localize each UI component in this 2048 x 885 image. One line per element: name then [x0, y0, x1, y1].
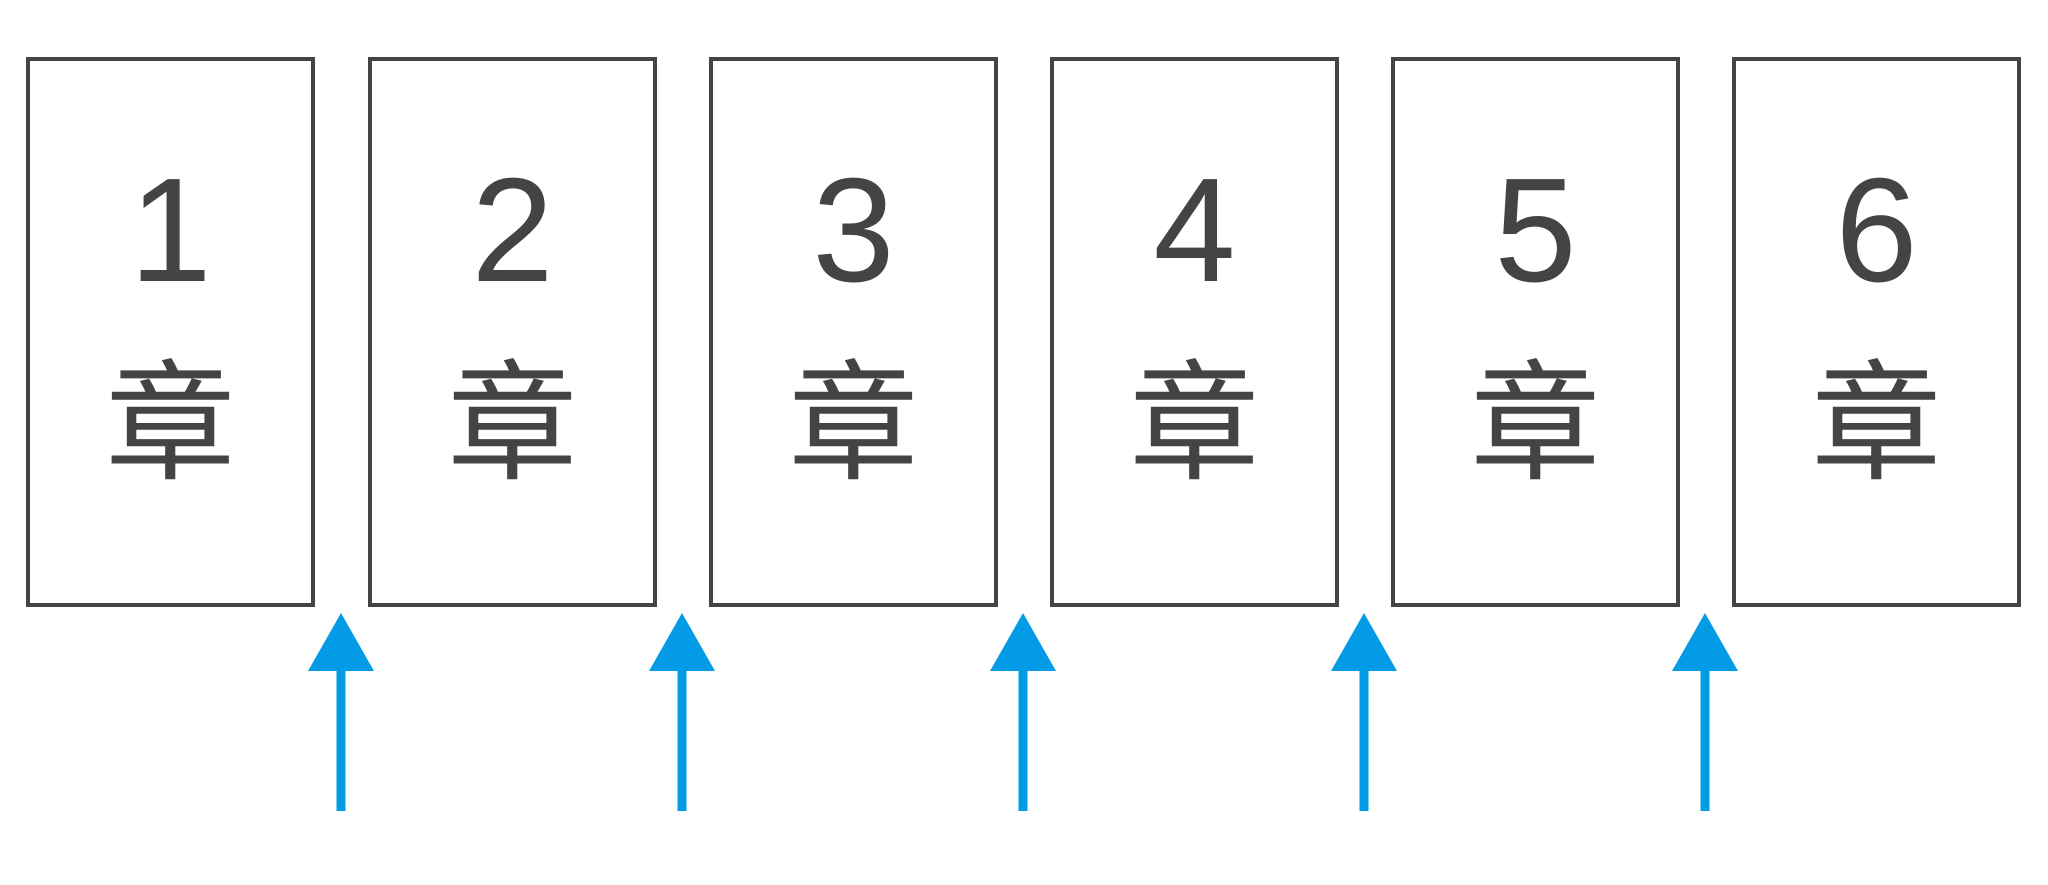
arrow-shaft	[677, 670, 687, 811]
chapter-number-label: 1	[129, 148, 212, 313]
arrow-between-1-and-2	[308, 613, 374, 811]
chapter-kanji-label: 章	[1129, 348, 1260, 500]
chapter-number-label: 6	[1835, 148, 1918, 313]
arrow-up-icon	[649, 613, 715, 811]
arrow-shaft	[336, 670, 346, 811]
arrow-head	[1672, 613, 1738, 671]
chapter-kanji-label: 章	[1811, 348, 1942, 500]
arrow-up-icon	[1331, 613, 1397, 811]
arrow-up-icon	[1672, 613, 1738, 811]
arrow-shaft	[1359, 670, 1369, 811]
arrow-shaft	[1700, 670, 1710, 811]
chapter-number-label: 4	[1153, 148, 1236, 313]
arrow-between-4-and-5	[1331, 613, 1397, 811]
chapter-kanji-label: 章	[447, 348, 578, 500]
chapter-kanji-label: 章	[1470, 348, 1601, 500]
arrow-up-icon	[308, 613, 374, 811]
arrow-head	[990, 613, 1056, 671]
arrow-between-2-and-3	[649, 613, 715, 811]
arrow-head	[308, 613, 374, 671]
arrow-up-icon	[990, 613, 1056, 811]
chapter-number-label: 3	[812, 148, 895, 313]
arrow-head	[1331, 613, 1397, 671]
chapter-number-label: 2	[471, 148, 554, 313]
arrow-between-5-and-6	[1672, 613, 1738, 811]
chapter-kanji-label: 章	[105, 348, 236, 500]
arrow-between-3-and-4	[990, 613, 1056, 811]
arrow-head	[649, 613, 715, 671]
chapter-kanji-label: 章	[788, 348, 919, 500]
arrow-shaft	[1018, 670, 1028, 811]
chapter-number-label: 5	[1494, 148, 1577, 313]
